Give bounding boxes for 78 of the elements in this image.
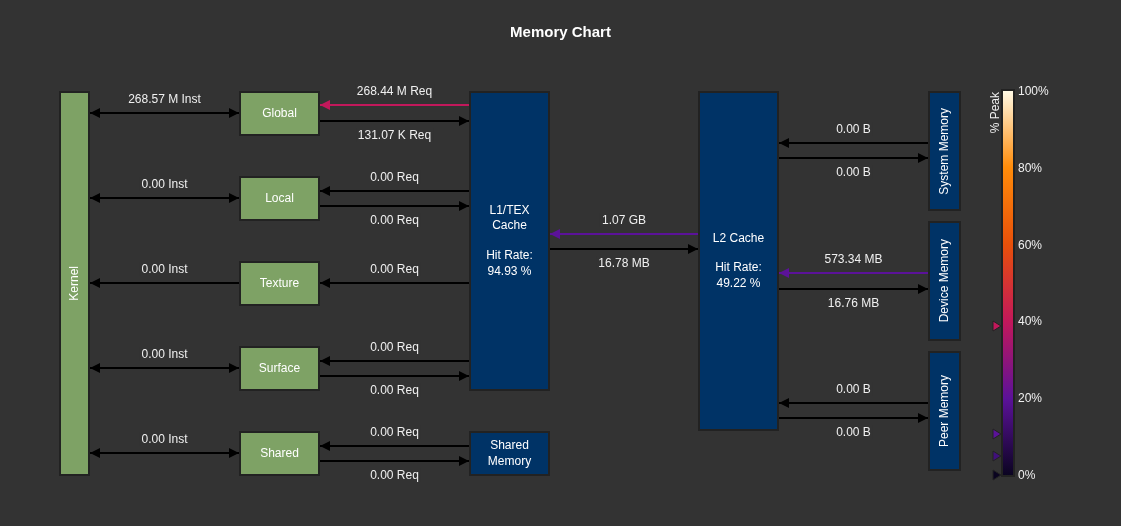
node-label: Local (265, 190, 294, 207)
arrow (778, 284, 929, 294)
edge-label: 1.07 GB (600, 213, 648, 227)
unit-box (239, 346, 320, 391)
scale-label: 100% (1018, 84, 1049, 98)
memory-bar (59, 91, 90, 476)
scale-label: 0% (1018, 468, 1036, 482)
unit-box (239, 261, 320, 306)
edge-label: 0.00 B (834, 425, 873, 439)
edge-label: 0.00 Req (368, 383, 421, 397)
node-label: Hit Rate: 49.22 % (714, 260, 763, 292)
edge-label: 131.07 K Req (355, 128, 434, 142)
unit-box (698, 91, 779, 431)
arrow (778, 268, 929, 278)
node-label: Surface (258, 360, 301, 377)
node-label: Hit Rate: 94.93 % (485, 248, 534, 280)
scale-label: 80% (1018, 161, 1043, 175)
memory-bar (928, 351, 961, 471)
arrow (319, 456, 470, 466)
edge-label: 268.57 M Inst (126, 92, 203, 106)
arrow (778, 398, 929, 408)
arrow (89, 108, 240, 118)
scale-label: 60% (1018, 238, 1043, 252)
edge-label: 0.00 B (834, 165, 873, 179)
node-label: L1/TEX Cache (488, 202, 531, 234)
edge-label: 0.00 B (834, 382, 873, 396)
edge-label: 0.00 Req (368, 425, 421, 439)
node-label: System Memory (936, 107, 952, 195)
arrow (319, 356, 470, 366)
edge-label: 0.00 Inst (139, 432, 190, 446)
unit-box (239, 91, 320, 136)
node-label: Kernel (66, 266, 82, 301)
arrow (89, 448, 240, 458)
edge-label: 0.00 Inst (139, 177, 190, 191)
edge-label: 0.00 Req (368, 262, 421, 276)
edge-label: 0.00 Inst (139, 347, 190, 361)
node-label: Shared Memory (486, 437, 533, 470)
edge-label: 16.76 MB (825, 296, 882, 310)
edge-label: 0.00 Req (368, 468, 421, 482)
memory-bar (928, 221, 961, 341)
arrow (319, 100, 470, 110)
arrow (89, 278, 240, 288)
unit-box (469, 431, 550, 476)
scale-label: 40% (1018, 314, 1043, 328)
edge-label: 0.00 Inst (139, 262, 190, 276)
unit-box (469, 91, 550, 391)
node-label: Peer Memory (936, 375, 952, 447)
arrow (89, 363, 240, 373)
arrow (89, 193, 240, 203)
arrow (319, 201, 470, 211)
node-label: L2 Cache (712, 230, 765, 247)
unit-box (239, 431, 320, 476)
arrow (549, 229, 699, 239)
node-label: Device Memory (936, 239, 952, 323)
arrow (319, 278, 470, 288)
arrow (319, 371, 470, 381)
arrow (319, 441, 470, 451)
memory-bar (928, 91, 961, 211)
edge-label: 268.44 M Req (354, 84, 435, 98)
arrow (319, 186, 470, 196)
edge-label: 0.00 Req (368, 170, 421, 184)
arrow (778, 413, 929, 423)
arrow (778, 138, 929, 148)
edge-label: 16.78 MB (596, 256, 652, 270)
unit-box (239, 176, 320, 221)
node-label: Shared (260, 445, 299, 462)
scale-label: 20% (1018, 391, 1043, 405)
edge-label: 573.34 MB (822, 252, 885, 266)
arrow (319, 116, 470, 126)
chart-title: Memory Chart (509, 23, 612, 40)
edge-label: 0.00 Req (368, 340, 421, 354)
arrow (549, 244, 699, 254)
edge-label: 0.00 B (834, 122, 873, 136)
edge-label: 0.00 Req (368, 213, 421, 227)
scale-label: % Peak (988, 92, 1002, 134)
node-label: Global (262, 105, 297, 122)
node-label: Texture (259, 275, 300, 292)
arrow (778, 153, 929, 163)
